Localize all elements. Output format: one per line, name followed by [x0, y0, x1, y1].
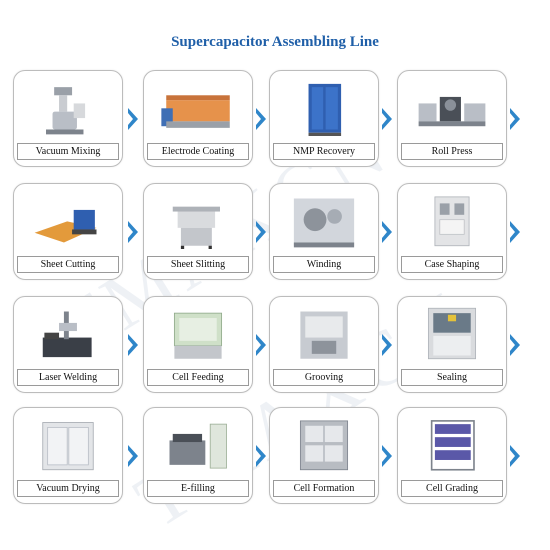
process-step-label: Cell Feeding — [147, 369, 249, 386]
case-shaping-machine-icon — [410, 192, 494, 249]
process-step-label: Sealing — [401, 369, 503, 386]
flow-arrow-icon — [382, 333, 392, 356]
process-step-card: Sheet Slitting — [143, 183, 253, 280]
flow-arrow-icon — [128, 444, 138, 467]
process-step-label: Winding — [273, 256, 375, 273]
process-step-card: Roll Press — [397, 70, 507, 167]
process-step-card: Laser Welding — [13, 296, 123, 393]
process-step-label: Roll Press — [401, 143, 503, 160]
process-step-card: Vacuum Mixing — [13, 70, 123, 167]
flow-arrow-icon — [382, 220, 392, 243]
sealing-machine-icon — [410, 305, 494, 362]
process-step-card: E-filling — [143, 407, 253, 504]
flow-arrow-icon — [510, 444, 520, 467]
grading-rack-icon — [410, 416, 494, 473]
process-step-label: Cell Grading — [401, 480, 503, 497]
process-step-card: NMP Recovery — [269, 70, 379, 167]
process-step-label: Grooving — [273, 369, 375, 386]
process-step-label: Vacuum Drying — [17, 480, 119, 497]
process-step-label: Laser Welding — [17, 369, 119, 386]
formation-cabinet-icon — [282, 416, 366, 473]
flow-arrow-icon — [256, 333, 266, 356]
flow-arrow-icon — [256, 107, 266, 130]
process-step-card: Vacuum Drying — [13, 407, 123, 504]
process-step-label: Sheet Cutting — [17, 256, 119, 273]
process-step-label: E-filling — [147, 480, 249, 497]
process-step-card: Grooving — [269, 296, 379, 393]
process-step-label: Case Shaping — [401, 256, 503, 273]
vacuum-oven-icon — [26, 416, 110, 473]
flow-arrow-icon — [128, 220, 138, 243]
electrolyte-filling-icon — [156, 416, 240, 473]
flow-arrow-icon — [256, 220, 266, 243]
process-step-card: Sheet Cutting — [13, 183, 123, 280]
process-step-card: Cell Grading — [397, 407, 507, 504]
process-step-label: Vacuum Mixing — [17, 143, 119, 160]
process-step-label: Sheet Slitting — [147, 256, 249, 273]
page-title: Supercapacitor Assembling Line — [171, 34, 379, 50]
process-step-label: Cell Formation — [273, 480, 375, 497]
vacuum-mixer-icon — [26, 79, 110, 136]
flow-arrow-icon — [510, 220, 520, 243]
roll-press-icon — [410, 79, 494, 136]
coating-machine-icon — [156, 79, 240, 136]
flow-arrow-icon — [510, 107, 520, 130]
process-step-card: Cell Feeding — [143, 296, 253, 393]
process-step-card: Cell Formation — [269, 407, 379, 504]
flow-arrow-icon — [382, 444, 392, 467]
nmp-recovery-cabinet-icon — [282, 79, 366, 136]
flow-arrow-icon — [128, 333, 138, 356]
process-step-label: Electrode Coating — [147, 143, 249, 160]
process-step-card: Electrode Coating — [143, 70, 253, 167]
process-step-card: Winding — [269, 183, 379, 280]
grooving-machine-icon — [282, 305, 366, 362]
flow-arrow-icon — [128, 107, 138, 130]
winding-machine-icon — [282, 192, 366, 249]
sheet-cutter-icon — [26, 192, 110, 249]
laser-welder-icon — [26, 305, 110, 362]
process-step-label: NMP Recovery — [273, 143, 375, 160]
flow-arrow-icon — [256, 444, 266, 467]
cell-feeding-machine-icon — [156, 305, 240, 362]
flow-arrow-icon — [382, 107, 392, 130]
process-step-card: Case Shaping — [397, 183, 507, 280]
flow-arrow-icon — [510, 333, 520, 356]
process-step-card: Sealing — [397, 296, 507, 393]
slitting-machine-icon — [156, 192, 240, 249]
